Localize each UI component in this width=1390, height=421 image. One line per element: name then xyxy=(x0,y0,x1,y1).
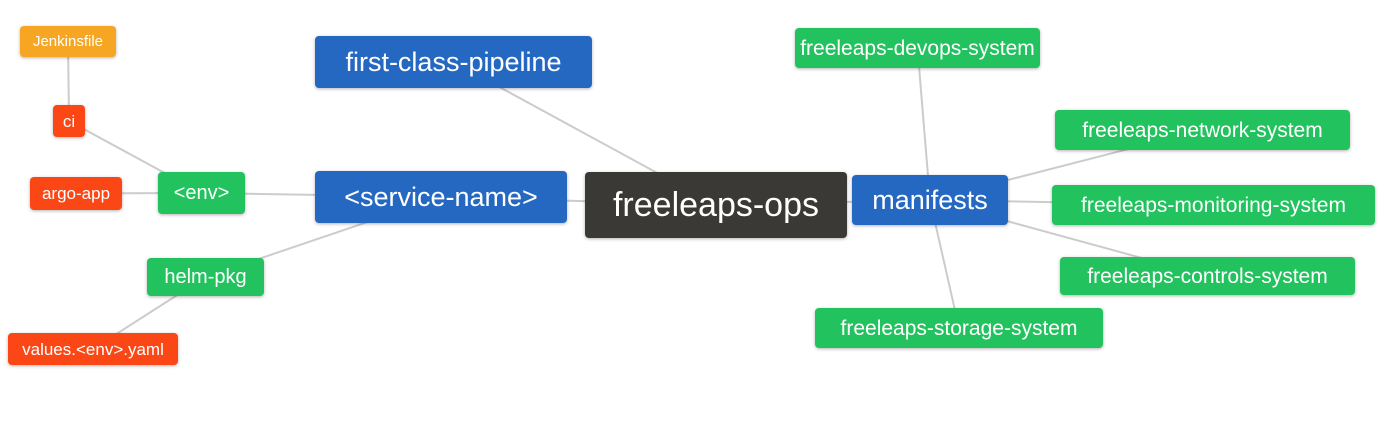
node-freeleaps-storage-system[interactable]: freeleaps-storage-system xyxy=(815,308,1103,348)
node-manifests[interactable]: manifests xyxy=(852,175,1008,225)
node-ci[interactable]: ci xyxy=(53,105,85,137)
node-values-env-yaml[interactable]: values.<env>.yaml xyxy=(8,333,178,365)
node-label: <env> xyxy=(173,182,230,204)
node-label: argo-app xyxy=(41,184,111,203)
node-service-name[interactable]: <service-name> xyxy=(315,171,567,223)
node-label: values.<env>.yaml xyxy=(22,339,164,359)
node-helm-pkg[interactable]: helm-pkg xyxy=(147,258,264,296)
node-freeleaps-controls-system[interactable]: freeleaps-controls-system xyxy=(1060,257,1355,295)
node-label: <service-name> xyxy=(344,181,538,212)
node-label: Jenkinsfile xyxy=(32,33,104,50)
node-label: ci xyxy=(62,111,76,131)
node-first-class-pipeline[interactable]: first-class-pipeline xyxy=(315,36,592,88)
node-label: freeleaps-monitoring-system xyxy=(1081,193,1346,217)
node-freeleaps-monitoring-system[interactable]: freeleaps-monitoring-system xyxy=(1052,185,1375,225)
node-freeleaps-network-system[interactable]: freeleaps-network-system xyxy=(1055,110,1350,150)
node-label: manifests xyxy=(872,184,988,215)
node-label: freeleaps-ops xyxy=(612,186,819,224)
node-label: freeleaps-storage-system xyxy=(840,316,1078,340)
node-label: freeleaps-controls-system xyxy=(1087,264,1328,288)
node-label: freeleaps-network-system xyxy=(1082,118,1323,142)
node-jenkinsfile[interactable]: Jenkinsfile xyxy=(20,26,116,57)
node-env[interactable]: <env> xyxy=(158,172,245,214)
node-freeleaps-devops-system[interactable]: freeleaps-devops-system xyxy=(795,28,1040,68)
node-label: freeleaps-devops-system xyxy=(800,36,1035,60)
node-argo-app[interactable]: argo-app xyxy=(30,177,122,210)
node-freeleaps-ops[interactable]: freeleaps-ops xyxy=(585,172,847,238)
node-label: first-class-pipeline xyxy=(345,46,562,77)
edge-manifests-freeleaps-devops-system xyxy=(916,47,931,201)
node-label: helm-pkg xyxy=(164,266,247,288)
